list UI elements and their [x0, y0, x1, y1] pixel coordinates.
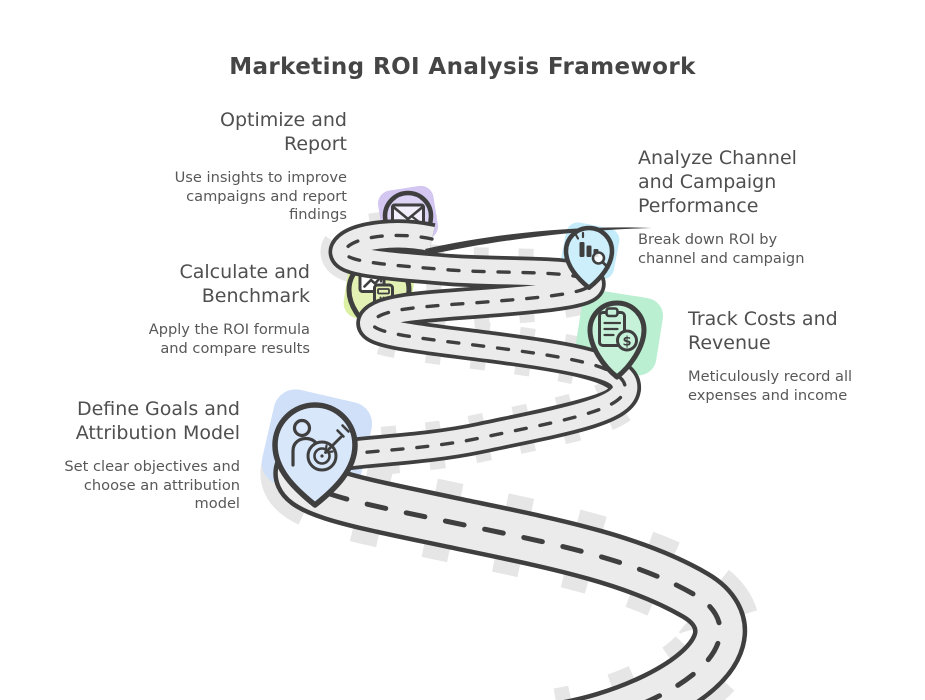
- step-heading: Calculate and Benchmark: [80, 260, 310, 308]
- step-description-line: Set clear objectives and: [64, 458, 240, 475]
- step-define-goals: Define Goals and Attribution Model Set c…: [10, 397, 240, 514]
- step-track-costs: Track Costs and Revenue Meticulously rec…: [688, 307, 913, 405]
- clipboard-dollar-icon: $: [598, 307, 638, 352]
- step-heading-line: Optimize and: [220, 109, 347, 131]
- step-description-line: campaigns and report: [186, 187, 347, 205]
- step-analyze-performance: Analyze Channel and Campaign Performance…: [638, 146, 878, 268]
- road-centerline-lower: [297, 467, 723, 700]
- step-description: Use insights to improve campaigns and re…: [117, 169, 347, 225]
- step-heading-line: Track Costs and: [688, 308, 838, 330]
- step-description-line: Break down ROI by: [638, 231, 778, 248]
- step-heading-line: Calculate and: [179, 261, 310, 283]
- step-description-line: choose an attribution: [83, 476, 240, 494]
- step-heading: Optimize and Report: [117, 108, 347, 156]
- step-heading: Track Costs and Revenue: [688, 307, 913, 355]
- step-description: Break down ROI by channel and campaign: [638, 231, 878, 268]
- step-description-line: channel and campaign: [638, 249, 805, 267]
- step-heading: Define Goals and Attribution Model: [10, 397, 240, 445]
- page-title: Marketing ROI Analysis Framework: [229, 54, 696, 80]
- step-calculate-benchmark: Calculate and Benchmark Apply the ROI fo…: [80, 260, 310, 358]
- road-centerline-upper: [299, 233, 627, 472]
- road-end-flourish: [425, 227, 652, 255]
- step-description-line: model: [194, 495, 240, 512]
- step-description-line: and compare results: [160, 339, 310, 357]
- winding-road: [273, 219, 748, 700]
- step-description-line: Use insights to improve: [174, 169, 347, 186]
- step-heading-line: Performance: [638, 195, 759, 217]
- step-description: Apply the ROI formula and compare result…: [80, 321, 310, 358]
- dollar-glyph: $: [622, 335, 631, 350]
- step-description-line: expenses and income: [688, 386, 848, 404]
- pins-front-of-road: $: [272, 225, 647, 508]
- step-description-line: Apply the ROI formula: [148, 321, 310, 338]
- bar-chart-magnifier-icon: [574, 231, 608, 267]
- step-description-line: findings: [289, 206, 347, 223]
- step-heading-line: Benchmark: [201, 285, 310, 307]
- step-description: Meticulously record all expenses and inc…: [688, 368, 913, 405]
- step-description-line: Meticulously record all: [688, 368, 853, 385]
- step-heading-line: Revenue: [688, 332, 771, 354]
- step-heading-line: Report: [284, 133, 347, 155]
- step-heading-line: Define Goals and: [76, 398, 240, 420]
- step-heading-line: Attribution Model: [75, 422, 240, 444]
- person-target-icon: [291, 418, 350, 472]
- pin-analyze-performance: [563, 225, 615, 291]
- step-optimize-report: Optimize and Report Use insights to impr…: [117, 108, 347, 225]
- step-description: Set clear objectives and choose an attri…: [10, 458, 240, 514]
- step-heading: Analyze Channel and Campaign Performance: [638, 146, 878, 218]
- step-heading-line: Analyze Channel: [638, 147, 797, 169]
- step-heading-line: and Campaign: [638, 171, 777, 193]
